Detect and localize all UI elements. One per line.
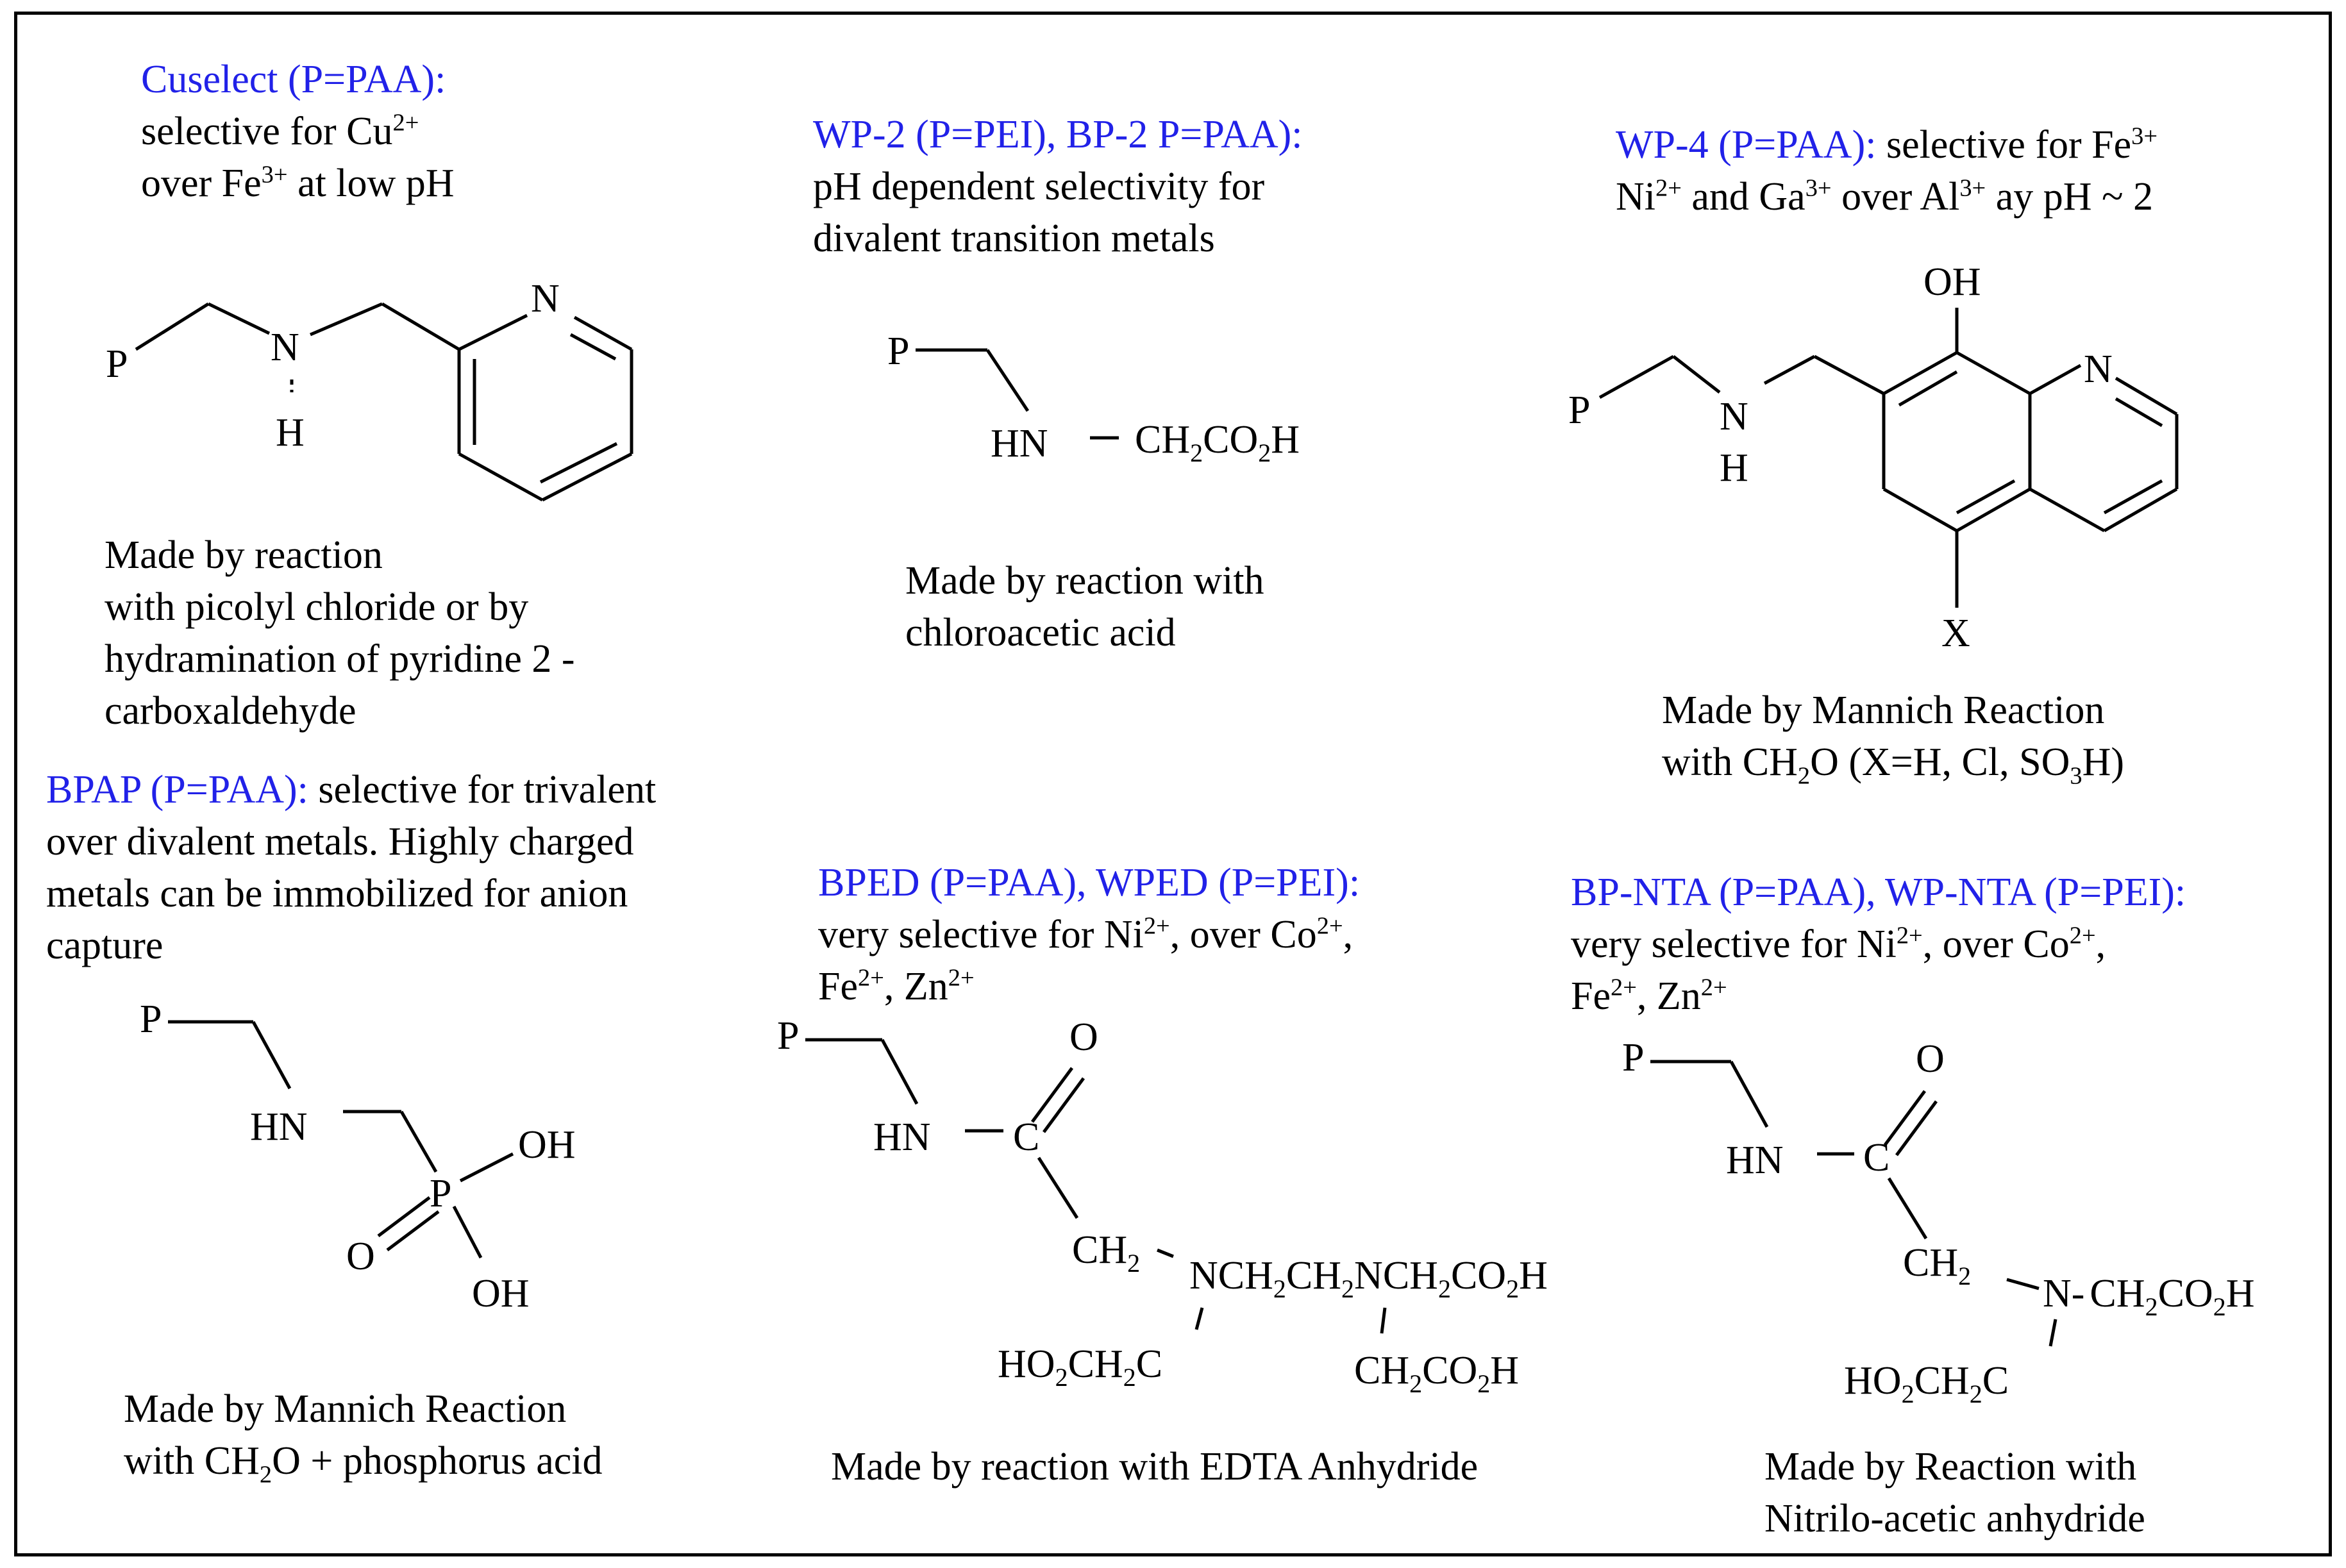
wp4-structure: OH P N H X N — [1568, 260, 2179, 655]
svg-text:HN: HN — [250, 1105, 308, 1149]
svg-text:HO2CH2C: HO2CH2C — [998, 1342, 1162, 1392]
svg-text:P: P — [887, 329, 909, 373]
svg-text:P: P — [140, 997, 162, 1041]
wp4-name: WP-4 (P=PAA): — [1616, 123, 1877, 167]
svg-text:CH2CO2H: CH2CO2H — [1135, 418, 1300, 467]
svg-text:HO2CH2C: HO2CH2C — [1844, 1359, 2009, 1408]
svg-text:H: H — [276, 411, 305, 455]
bped-structure: P HN C O CH2 NCH2CH2NCH2CO2H HO2CH2C CH2… — [777, 1014, 1548, 1398]
svg-text:CH2CO2H: CH2CO2H — [1354, 1349, 1519, 1398]
bped-method: Made by reaction with EDTA Anhydride — [831, 1445, 1479, 1489]
wp2-caption: WP-2 (P=PEI), BP-2 P=PAA): pH dependent … — [813, 109, 1303, 265]
bpap-method: Made by Mannich Reaction with CH2O + pho… — [124, 1387, 603, 1489]
svg-text:C: C — [1013, 1115, 1039, 1159]
svg-text:P: P — [106, 342, 128, 386]
svg-text:O: O — [1916, 1037, 1945, 1081]
bpnta-name: BP-NTA (P=PAA), WP-NTA (P=PEI): — [1571, 871, 2186, 914]
svg-text:OH: OH — [472, 1272, 530, 1315]
svg-text:OH: OH — [1923, 260, 1981, 304]
svg-text:O: O — [346, 1235, 375, 1278]
svg-text:P: P — [777, 1014, 799, 1058]
wp4-caption: WP-4 (P=PAA): selective for Fe3+ Ni2+ an… — [1616, 119, 2157, 223]
svg-text:N: N — [1720, 395, 1748, 438]
svg-text:OH: OH — [518, 1123, 576, 1167]
svg-text:P: P — [1622, 1036, 1644, 1080]
wp2-structure: P HN CH2CO2H — [887, 329, 1300, 467]
svg-text:H: H — [1720, 446, 1748, 490]
wp4-method: Made by Mannich Reaction with CH2O (X=H,… — [1662, 688, 2124, 790]
cuselect-desc-line1: selective for Cu2+ — [141, 109, 419, 153]
bpap-structure: P HN P OH OH O — [140, 997, 576, 1315]
svg-text:N: N — [2084, 347, 2113, 391]
cuselect-method: Made by reaction with picolyl chloride o… — [105, 533, 575, 733]
cuselect-name: Cuselect (P=PAA): — [141, 58, 446, 101]
wp4-desc-line1: WP-4 (P=PAA): selective for Fe3+ — [1616, 122, 2158, 167]
wp2-name: WP-2 (P=PEI), BP-2 P=PAA): — [813, 113, 1303, 156]
svg-text:HN: HN — [991, 422, 1048, 465]
svg-text:HN: HN — [1726, 1138, 1784, 1182]
svg-text:NCH2CH2NCH2CO2H: NCH2CH2NCH2CO2H — [1189, 1254, 1548, 1303]
cuselect-caption: Cuselect (P=PAA): selective for Cu2+ ove… — [141, 54, 455, 210]
svg-text:P: P — [430, 1172, 451, 1215]
bped-name: BPED (P=PAA), WPED (P=PEI): — [818, 861, 1361, 905]
svg-text:P: P — [1568, 388, 1590, 432]
svg-text:N-CH2CO2H: N-CH2CO2H — [2043, 1272, 2254, 1321]
svg-text:CH2: CH2 — [1072, 1228, 1140, 1278]
svg-text:HN: HN — [873, 1115, 931, 1159]
bpnta-method: Made by Reaction with Nitrilo-acetic anh… — [1764, 1445, 2145, 1540]
svg-text:CH2: CH2 — [1903, 1241, 1971, 1290]
cuselect-structure: P N H N — [106, 277, 633, 502]
figure-frame — [14, 12, 2332, 1556]
bpap-caption: BPAP (P=PAA): selective for trivalent ov… — [46, 768, 657, 967]
bped-caption: BPED (P=PAA), WPED (P=PEI): very selecti… — [818, 857, 1360, 1013]
svg-text:N: N — [531, 277, 560, 321]
svg-text:O: O — [1069, 1015, 1098, 1059]
bpnta-structure: P HN C O CH2 N-CH2CO2H HO2CH2C — [1622, 1036, 2254, 1408]
wp2-method: Made by reaction with chloroacetic acid — [905, 559, 1264, 655]
cuselect-desc-line2: over Fe3+ at low pH — [141, 161, 455, 205]
wp4-desc-line2: Ni2+ and Ga3+ over Al3+ ay pH ~ 2 — [1616, 174, 2154, 219]
svg-text:N: N — [271, 326, 299, 369]
bpnta-caption: BP-NTA (P=PAA), WP-NTA (P=PEI): very sel… — [1571, 867, 2186, 1022]
svg-text:X: X — [1941, 612, 1970, 655]
bpap-name: BPAP (P=PAA): — [46, 768, 308, 812]
